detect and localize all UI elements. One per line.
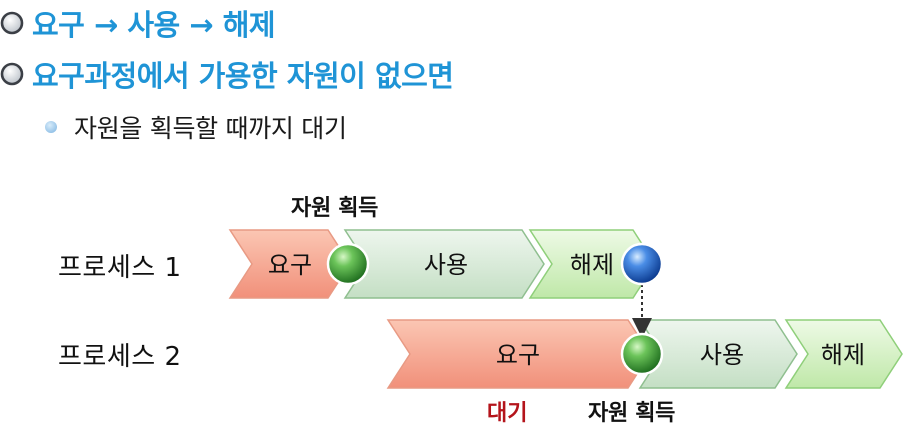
p2-release-stage bbox=[784, 319, 903, 389]
p2-wait-label: 대기 bbox=[487, 401, 528, 426]
p1-acquire-ball-icon bbox=[326, 242, 370, 286]
bullet-2-text: 요구과정에서 가용한 자원이 없으면 bbox=[32, 59, 454, 93]
sub-bullet-text: 자원을 획득할 때까지 대기 bbox=[74, 114, 347, 143]
p1-release-stage bbox=[528, 229, 656, 299]
p2-request-stage bbox=[386, 319, 651, 389]
p1-use-text: 사용 bbox=[424, 251, 468, 279]
sub-bullet: 자원을 획득할 때까지 대기 bbox=[44, 109, 347, 145]
bullet-1-text: 요구 → 사용 → 해제 bbox=[32, 8, 276, 42]
p2-acquire-label: 자원 획득 bbox=[588, 401, 676, 426]
p2-use-text: 사용 bbox=[700, 341, 744, 369]
ring-bullet-icon bbox=[0, 11, 24, 35]
process-1-label: 프로세스 1 bbox=[58, 253, 182, 283]
bullet-2: 요구과정에서 가용한 자원이 없으면 bbox=[0, 53, 454, 95]
p1-acquire-label: 자원 획득 bbox=[291, 196, 379, 221]
dot-bullet-icon bbox=[45, 121, 57, 133]
p2-request-text: 요구 bbox=[496, 341, 540, 369]
p2-acquire-ball-icon bbox=[620, 332, 664, 376]
bullet-1: 요구 → 사용 → 해제 bbox=[0, 2, 276, 44]
p1-release-ball-icon bbox=[620, 242, 664, 286]
ring-bullet-icon bbox=[0, 62, 24, 86]
process-2-label: 프로세스 2 bbox=[58, 342, 182, 372]
p1-request-text: 요구 bbox=[268, 251, 312, 279]
p1-request-stage bbox=[228, 229, 351, 299]
p1-release-text: 해제 bbox=[570, 251, 614, 279]
p2-release-text: 해제 bbox=[821, 341, 865, 369]
